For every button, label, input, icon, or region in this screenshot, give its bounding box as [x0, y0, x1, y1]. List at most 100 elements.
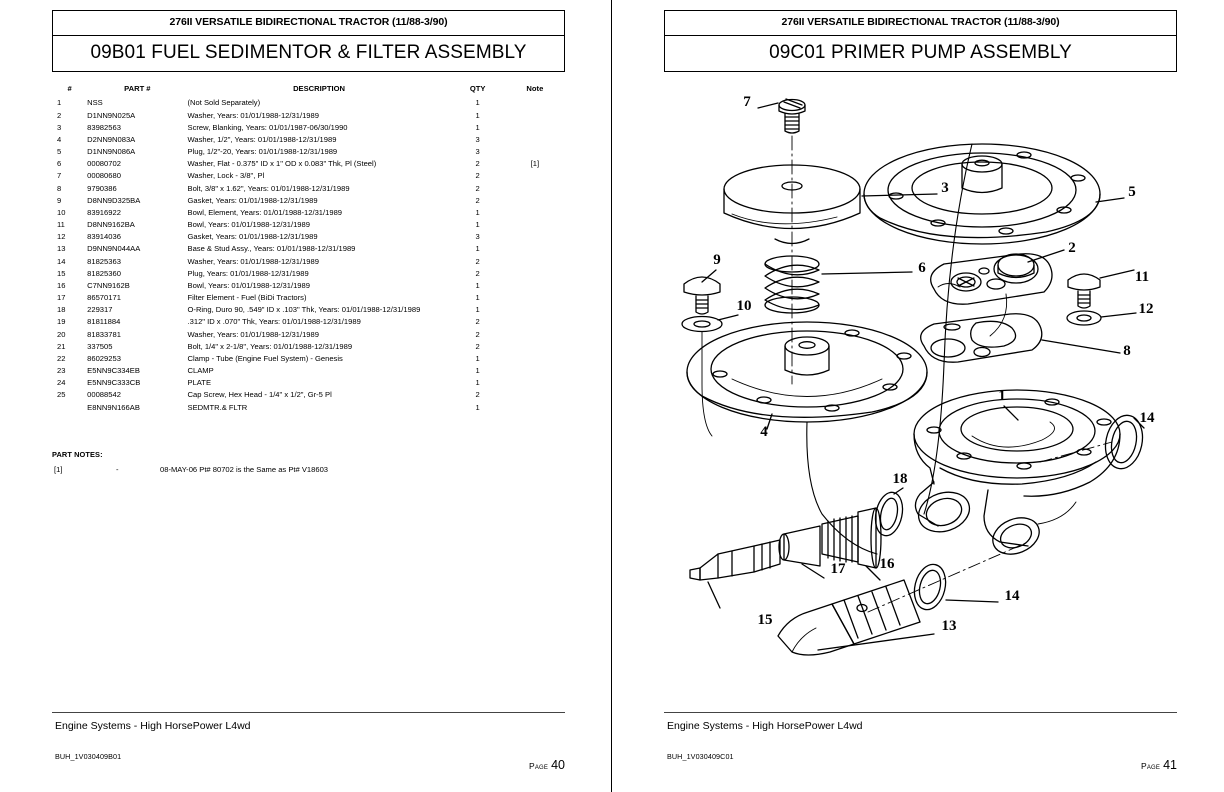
leader-1: [1003, 405, 1019, 421]
title-divider-right: [665, 35, 1176, 37]
part-6-spring: [764, 255, 820, 314]
assembly-title-left: 09B01 FUEL SEDIMENTOR & FILTER ASSEMBLY: [90, 42, 527, 63]
diagram-callout-8: 8: [1123, 343, 1131, 359]
row-note: [505, 353, 565, 365]
row-note: [505, 182, 565, 194]
page-number-left: 40: [551, 758, 565, 772]
row-note: [505, 219, 565, 231]
part-10-washer: [681, 315, 723, 333]
row-part-number: 229317: [87, 305, 113, 315]
row-num: 23: [57, 366, 66, 376]
row-qty: 2: [475, 317, 480, 327]
row-qty: 2: [475, 390, 480, 400]
row-part-number: D9NN9N044AA: [87, 244, 141, 254]
row-part-number: 00080702: [87, 159, 121, 169]
row-qty: 1: [475, 220, 480, 230]
row-part-number: 81825363: [87, 256, 121, 266]
row-description: Washer, Flat - 0.375" ID x 1" OD x 0.083…: [187, 159, 377, 169]
title-divider-left: [53, 35, 564, 37]
part-12-washer: [1066, 310, 1102, 326]
footer-section-right: Engine Systems - High HorsePower L4wd: [667, 720, 863, 732]
footer-divider-left: [52, 712, 565, 714]
row-part-number: E5NN9C333CB: [87, 378, 141, 388]
row-note: [505, 146, 565, 158]
row-qty: 1: [475, 305, 480, 315]
row-description: (Not Sold Separately): [187, 98, 261, 108]
row-part-number: D8NN9D325BA: [87, 195, 141, 205]
leader-4: [766, 413, 773, 430]
row-part-number: 83914036: [87, 232, 121, 242]
assembly-title-right: 09C01 PRIMER PUMP ASSEMBLY: [769, 42, 1072, 63]
part-note-text: 08-MAY-06 Pt# 80702 is the Same as Pt# V…: [160, 465, 329, 474]
row-num: 8: [57, 183, 62, 193]
row-note: [505, 134, 565, 146]
diagram-callout-1: 1: [998, 388, 1006, 404]
row-description: Screw, Blanking, Years: 01/01/1987-06/30…: [187, 122, 348, 132]
page-word-left: Page: [528, 761, 549, 771]
row-qty: 1: [475, 402, 480, 412]
header-part: PART #: [124, 84, 151, 93]
diagram-callout-16: 16: [880, 556, 896, 572]
row-note: [505, 316, 565, 328]
row-part-number: E8NN9N166AB: [87, 402, 140, 412]
row-qty: 1: [475, 293, 480, 303]
part-8-gasket: [920, 313, 1043, 363]
leader-8: [1041, 339, 1121, 354]
footer-code-left: BUH_1V030409B01: [55, 752, 122, 761]
row-num: 25: [57, 390, 66, 400]
row-description: Bowl, Years: 01/01/1988-12/31/1989: [187, 280, 310, 290]
row-note: [505, 194, 565, 206]
row-num: 17: [57, 293, 66, 303]
part-9-bolt: [683, 276, 721, 315]
row-part-number: 81825360: [87, 268, 121, 278]
part-notes-list: [1]-08-MAY-06 Pt# 80702 is the Same as P…: [52, 465, 565, 476]
diagram-callout-2: 2: [1068, 240, 1076, 256]
part-notes-title: PART NOTES:: [52, 450, 103, 459]
row-note: [505, 207, 565, 219]
row-description: Washer, Lock - 3/8", Pl: [187, 171, 265, 181]
part-11-bolt: [1067, 273, 1101, 309]
row-note: [505, 389, 565, 401]
page-number-right: 41: [1163, 758, 1177, 772]
leader-16: [865, 565, 881, 581]
leader-10: [717, 314, 739, 321]
row-part-number: 00080680: [87, 171, 121, 181]
hose-line-left: [806, 421, 878, 555]
part-2-valve-body: [930, 253, 1053, 305]
row-qty: 1: [475, 280, 480, 290]
part-18-o-ring: [874, 491, 904, 537]
part-note-item: [1]-08-MAY-06 Pt# 80702 is the Same as P…: [52, 465, 565, 476]
page-left: 276II VERSATILE BIDIRECTIONAL TRACTOR (1…: [52, 10, 565, 772]
row-part-number: 337505: [87, 341, 113, 351]
row-qty: 2: [475, 195, 480, 205]
row-part-number: D2NN9N083A: [87, 134, 136, 144]
row-qty: 2: [475, 268, 480, 278]
row-note: [505, 292, 565, 304]
row-description: O-Ring, Duro 90, .549" ID x .103" Thk, Y…: [187, 305, 421, 315]
model-title-left: 276II VERSATILE BIDIRECTIONAL TRACTOR (1…: [169, 16, 448, 28]
row-num: 7: [57, 171, 62, 181]
row-qty: 3: [475, 134, 480, 144]
row-qty: 1: [475, 366, 480, 376]
model-title-right: 276II VERSATILE BIDIRECTIONAL TRACTOR (1…: [781, 16, 1060, 28]
leader-14-lower: [945, 599, 999, 603]
row-qty: 1: [475, 378, 480, 388]
row-note: [505, 267, 565, 279]
page-right: 276II VERSATILE BIDIRECTIONAL TRACTOR (1…: [612, 0, 1224, 792]
row-part-number: D1NN9N086A: [87, 147, 136, 157]
